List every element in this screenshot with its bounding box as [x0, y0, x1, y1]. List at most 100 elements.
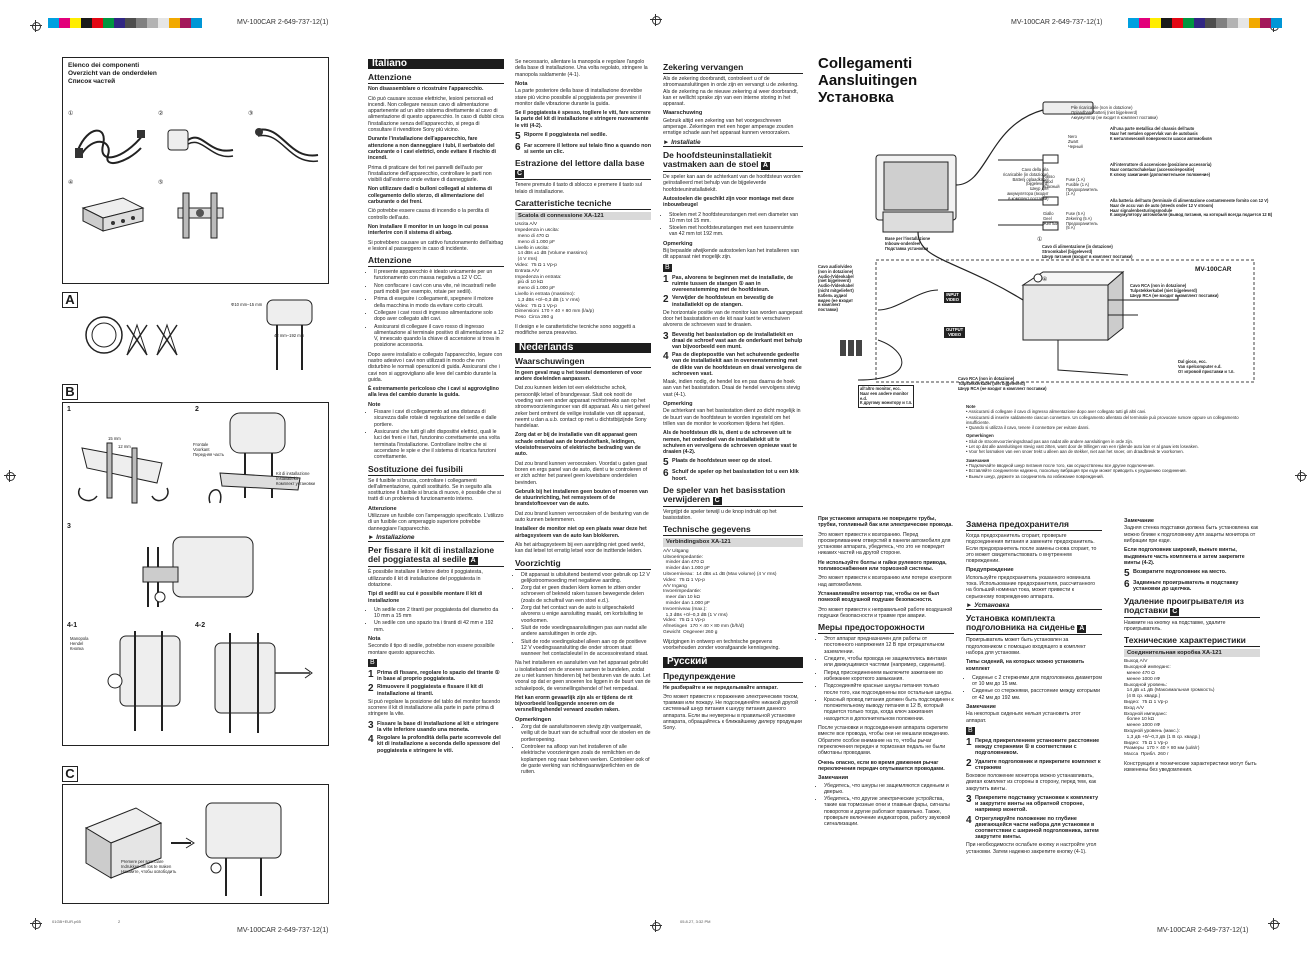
col3-box-name: Scatola di connessione XA-121: [515, 212, 651, 221]
step-number: 6: [1124, 579, 1130, 591]
dutch-headrest-heading: De hoofdsteuninstallatiekit vastmaken aa…: [663, 150, 803, 173]
color-swatch: [81, 18, 92, 28]
parts-title-it: Elenco dei componenti: [68, 62, 140, 69]
dutch-seat-types: Autostoelen die geschikt zijn voor monta…: [663, 195, 794, 209]
list-item: Следите, чтобы провода не защемлялись ви…: [824, 656, 954, 669]
step-text: Прикрепите подставку установки к комплек…: [975, 794, 1099, 814]
dutch-danger: Het kan erorm gevaarlijk zijn als er tij…: [515, 694, 633, 714]
list-item: Подсоединяйте красные шнуры питания толь…: [824, 683, 954, 696]
registration-mark-bottom-center: [650, 920, 662, 932]
step-number: 3: [966, 793, 972, 805]
list-item: Перед присоединением выключите зажигание…: [824, 670, 954, 683]
italian-fix: È possibile installare il lettore dietro…: [368, 569, 483, 588]
extract-heading-text: Estrazione del lettore dalla base: [515, 158, 645, 169]
dutch-w1: Dat zou kunnen leiden tot een elektrisch…: [515, 385, 650, 430]
dutch-specs-list: A/V Uitgang Uitvoerimpedantie: minder da…: [663, 548, 777, 635]
step-text: Prima di fissare, regolare lo spazio del…: [377, 670, 500, 683]
column-4: Zekering vervangen Als de zekering doorb…: [663, 59, 803, 735]
color-swatch: [70, 18, 81, 28]
ru3-zam: Задняя стенка подставки должна быть уста…: [1124, 525, 1259, 544]
list-item: Zorg dat er geen draden klem komen te zi…: [521, 585, 651, 604]
ru-zam2-heading: Замечание: [966, 704, 997, 711]
wiring-fuse5-label: Fuse (5 A) Zekering (5 A) Предохранитель…: [1066, 211, 1098, 231]
color-swatch: [103, 18, 114, 28]
headrest-heading-text: De hoofdsteuninstallatiekit vastmaken aa…: [663, 150, 772, 170]
wiring-rca2-label: Cavo RCA (non in dotazione) Tulpstekkerk…: [958, 376, 1047, 391]
figure-a-label: A: [62, 292, 78, 308]
italian-nota: Secondo il tipo di sedile, potrebbe non …: [368, 643, 495, 656]
wiring-note-2: • Assicurarsi di inserire saldamente cia…: [966, 414, 1239, 425]
step-number: 4: [663, 351, 669, 363]
figure-b-step-2-illustration: [208, 412, 301, 504]
input-video-tag: INPUT VIDEO: [944, 292, 962, 304]
dutch-remove: Vergrijpt de speler terwijl u de knop in…: [663, 508, 777, 522]
italian-after: Dopo avere installato e collegato l'appa…: [368, 351, 503, 383]
ru-p1-bold: При установке аппарата не повредите труб…: [818, 516, 953, 529]
italian-note-heading: Note: [368, 401, 381, 408]
color-swatch: [1150, 18, 1161, 28]
italian-seat-list: Un sedile con 2 tiranti per poggiatesta …: [368, 607, 504, 633]
list-item: Sluit de rode voedingskabel alleen aan o…: [521, 639, 651, 658]
list-item: Collegare i cavi rossi di ingresso alime…: [374, 310, 504, 323]
color-swatch: [1139, 18, 1150, 28]
wiring-base-label: Base per l'installazione Inbouw-onderdee…: [885, 236, 931, 251]
ru-p2-bold: Не используйте болты и гайки рулевого пр…: [818, 559, 947, 573]
dutch-step-2-note: De horizontale positie van de monitor ka…: [663, 309, 803, 329]
ru-p3-bold: Устанавливайте монитор так, чтобы он не …: [818, 590, 940, 604]
dutch-opm: Bij bepaalde afwijkende autostoelen kan …: [663, 248, 800, 261]
ru-installation-heading: ► Установка: [966, 602, 1102, 611]
note-text: Подключайте вводной шнур питания после т…: [968, 462, 1155, 468]
dutch-specs-heading: Technische gegevens: [663, 525, 803, 537]
list-item: Убедитесь, что шнуры не защемляются сиде…: [824, 783, 954, 796]
italian-att-4: Si potrebbero causare un cattivo funzion…: [368, 239, 504, 252]
dutch-seat-list: Stoelen met 2 hoofdsteunstangen met een …: [663, 212, 803, 238]
dutch-after: Na het installeren en aansluiten van het…: [515, 660, 651, 692]
figure-b-step-3-illustration: [142, 536, 254, 607]
dutch-bold: Als de hoofdsteun dik is, dient u de sch…: [663, 430, 798, 456]
wiring-notes: Note • Assicurarsi di collegare il cavo …: [966, 404, 1256, 479]
dutch-opm-heading: Opmerking: [663, 240, 693, 247]
figure-a-range: 42 mm–192 mm: [274, 333, 305, 338]
dutch-w1-bold: In geen geval mag u het toestel demonter…: [515, 369, 643, 383]
ru-step-2-note: Боковое положение монитора можно устанав…: [966, 773, 1097, 792]
italian-att-3: Ciò potrebbe essere causa di incendio o …: [368, 208, 489, 221]
dutch-remove-heading: De speler van het basisstation verwijder…: [663, 485, 803, 507]
registration-mark-top-left: [30, 20, 42, 32]
ru-kit: Проигрыватель может быть установлен за п…: [966, 637, 1086, 656]
parts-title-nl: Overzicht van de onderdelen: [68, 70, 157, 77]
dutch-w4: Als het airbagsysteem bij een aanrijding…: [515, 541, 645, 555]
step-text: Riporre il poggiatesta nel sedile.: [524, 132, 607, 139]
dutch-installation-heading: ► Installatie: [663, 139, 803, 148]
color-swatch: [180, 18, 191, 28]
wiring-battery12-label: Alla batteria dell'auto (terminale di al…: [1110, 198, 1273, 218]
step-number: 2: [368, 683, 374, 695]
step-number: 6: [663, 468, 669, 480]
list-item: Sluit de rode voedingsaansluitingen pas …: [521, 625, 651, 638]
list-item: Un sedile con 2 tiranti per poggiatesta …: [374, 607, 504, 620]
wiring-opm-3: • Voor het losmaken van een snoer trekt …: [966, 449, 1184, 455]
part-number-5: ⑤: [158, 180, 164, 186]
wiring-note-1: • Assicurarsi di collegare il cavo di in…: [966, 409, 1147, 415]
part-number-3: ③: [248, 111, 254, 117]
list-item: Il presente apparecchio è ideato unicame…: [374, 269, 504, 282]
footer-file-name: 01GB+EUR.p65: [52, 919, 81, 924]
rca-cable-illustration: [255, 128, 319, 162]
dutch-w4-bold: Installeer de monitor niet op een plaats…: [515, 526, 647, 539]
ru-p2: Это может привести к возгоранию или поте…: [818, 575, 952, 588]
wiring-opm-1: • Sluit de stroomvoorzieningsdraad pas a…: [966, 438, 1134, 444]
step-number: 1: [663, 273, 669, 285]
wiring-opm-2: • Let op dat alle aansluitingen stevig v…: [966, 444, 1199, 450]
ru-specs-heading: Технические характеристики: [1124, 636, 1260, 648]
russian-banner: Русский: [663, 657, 803, 668]
step-text: Удалите подголовник и прикрепите комплек…: [975, 758, 1101, 771]
installation-label: Installazione: [376, 534, 415, 542]
title-it: Collegamenti: [818, 55, 913, 72]
italian-column: Italiano Attenzione Non disassemblare o …: [368, 58, 504, 756]
figure-c-illustration: [84, 802, 282, 896]
list-item: Prima di eseguire i collegamenti, spegne…: [374, 296, 504, 309]
registration-mark-bottom-right: [1268, 918, 1280, 930]
